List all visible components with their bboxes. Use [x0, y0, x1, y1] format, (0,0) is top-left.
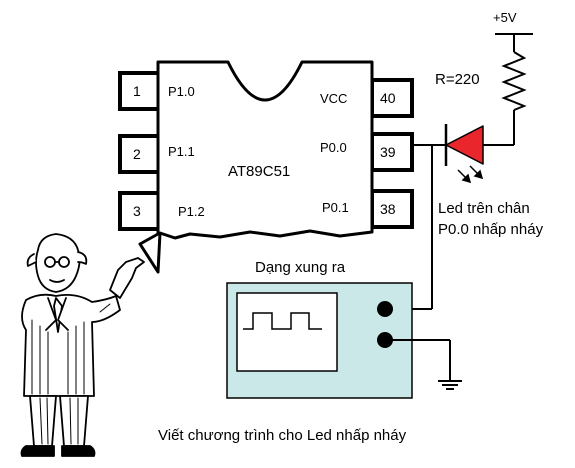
pin-40-number: 40	[380, 90, 396, 106]
pin-40-label: VCC	[320, 91, 347, 106]
pin-38-label: P0.1	[322, 200, 349, 215]
oscilloscope-screen	[236, 292, 338, 372]
pin-38-number: 38	[380, 201, 396, 217]
pin-1-box	[118, 71, 162, 111]
pin-3-label: P1.2	[178, 204, 205, 219]
supply-label: +5V	[493, 10, 517, 25]
resistor-zigzag	[501, 51, 527, 111]
square-wave-trace	[243, 312, 322, 330]
pin-3-number: 3	[133, 203, 141, 219]
pin-2-box	[118, 134, 162, 174]
led-caption-line1: Led trên chân	[438, 200, 530, 217]
scope-title: Dạng xung ra	[255, 259, 346, 276]
pin-1-number: 1	[133, 83, 141, 99]
chip-name: AT89C51	[228, 163, 290, 180]
left-pins	[118, 71, 162, 231]
resistor-label: R=220	[435, 71, 480, 88]
led-light-arrows	[457, 165, 484, 184]
pin-39-label: P0.0	[320, 140, 347, 155]
led-triangle	[445, 125, 484, 165]
pin-1-label: P1.0	[168, 84, 195, 99]
pin-39-number: 39	[380, 144, 396, 160]
scope-ground-jack	[377, 332, 393, 348]
pin-3-box	[118, 191, 162, 231]
footer-caption: Viết chương trình cho Led nhấp nháy	[158, 427, 407, 444]
right-pins	[370, 78, 414, 229]
ground-symbol	[438, 380, 462, 390]
led-caption-line2: P0.0 nhấp nháy	[438, 221, 544, 238]
scope-input-jack	[377, 301, 393, 317]
teacher-illustration	[20, 233, 145, 457]
chip-body	[138, 60, 374, 274]
pin-2-number: 2	[133, 146, 141, 162]
pin-2-label: P1.1	[168, 144, 195, 159]
